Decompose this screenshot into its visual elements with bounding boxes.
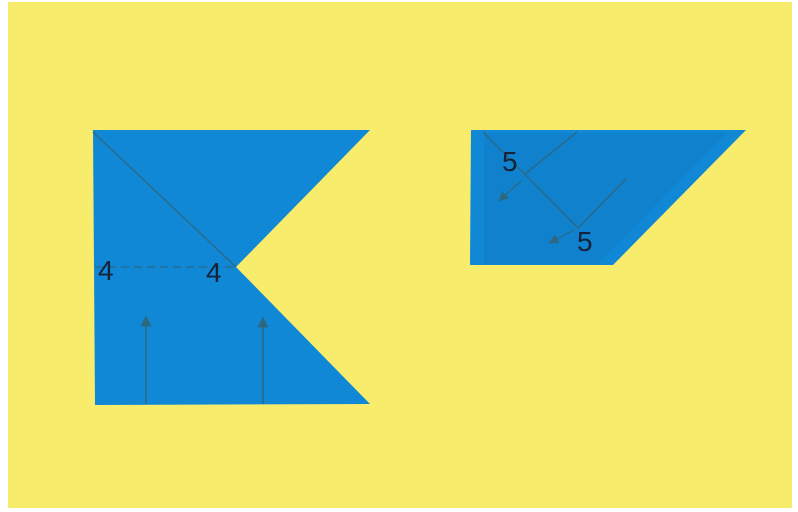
- right-paper-inner-fold: [484, 133, 727, 264]
- fold-label-4-left: 4: [98, 255, 114, 286]
- right-folded-paper: 5 5: [470, 130, 746, 265]
- fold-label-4-right: 4: [206, 257, 222, 288]
- fold-label-5-top: 5: [502, 146, 518, 177]
- fold-label-5-bottom: 5: [577, 226, 593, 257]
- left-folded-paper: 4 4: [93, 130, 370, 405]
